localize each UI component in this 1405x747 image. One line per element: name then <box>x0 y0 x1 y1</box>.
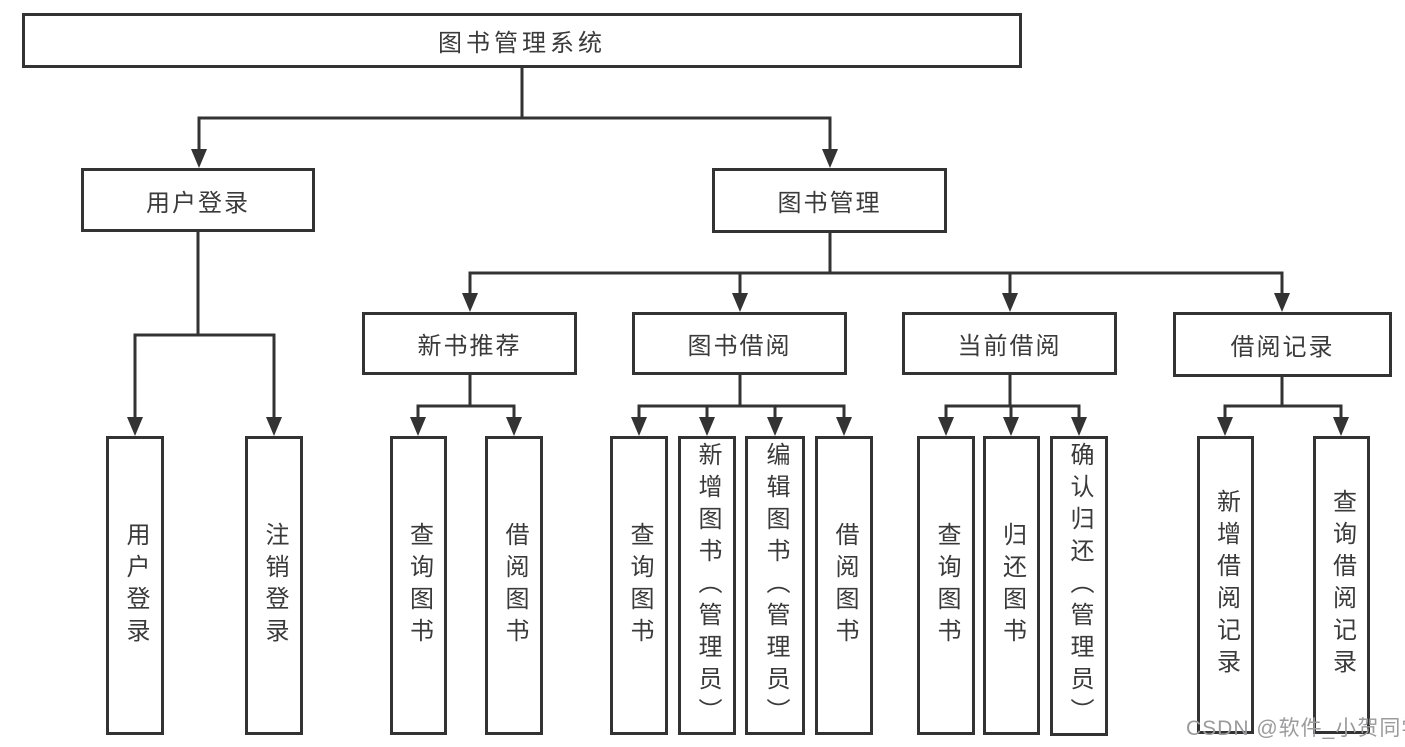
leaf-return-book: 归还图书 <box>983 436 1040 735</box>
node-library-management-system: 图书管理系统 <box>22 13 1022 68</box>
leaf-add-book-admin: 新增图书（管理员） <box>678 436 736 735</box>
leaf-query-books-recommend: 查询图书 <box>390 436 447 735</box>
leaf-query-books-current: 查询图书 <box>917 436 975 735</box>
csdn-watermark: CSDN @软件_小贺同学 <box>1186 717 1405 740</box>
node-new-book-recommend: 新书推荐 <box>362 312 577 375</box>
leaf-add-borrow-record: 新增借阅记录 <box>1197 436 1254 734</box>
node-borrow-records: 借阅记录 <box>1173 312 1392 377</box>
leaf-query-borrow-record: 查询借阅记录 <box>1313 436 1370 734</box>
leaf-confirm-return-admin: 确认归还（管理员） <box>1050 436 1108 736</box>
node-user-login: 用户登录 <box>81 168 315 232</box>
node-book-management: 图书管理 <box>712 168 947 233</box>
leaf-query-books-borrow: 查询图书 <box>610 436 668 735</box>
node-current-borrow: 当前借阅 <box>902 312 1117 375</box>
leaf-borrow-books-recommend: 借阅图书 <box>485 436 543 735</box>
node-book-borrow: 图书借阅 <box>632 312 847 375</box>
leaf-borrow-books-borrow: 借阅图书 <box>815 436 873 735</box>
leaf-user-login: 用户登录 <box>106 436 164 735</box>
leaf-edit-book-admin: 编辑图书（管理员） <box>745 436 805 735</box>
leaf-logout: 注销登录 <box>245 436 303 735</box>
connector-paths <box>133 68 1343 420</box>
